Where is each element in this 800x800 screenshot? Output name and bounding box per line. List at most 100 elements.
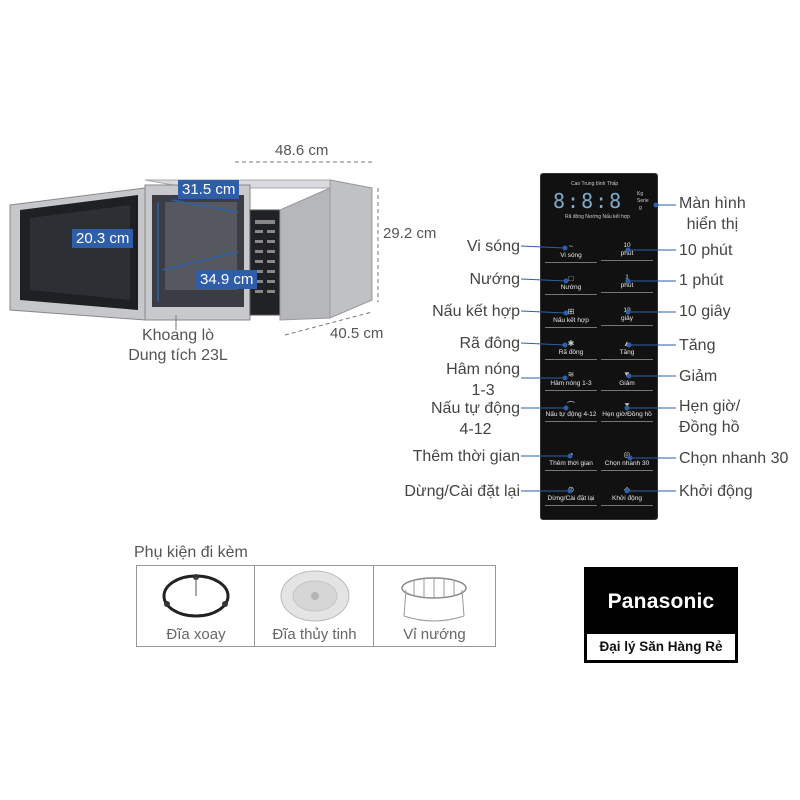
display-screen: Cao Trung bình Thấp 8:8:8 Kg Serie g Rã … [549,181,649,220]
cavity-depth-tag: 34.9 cm [196,270,258,289]
button-icon: ⌒ [567,401,575,410]
display-bottom-labels: Rã đông Nướng Nấu kết hợp [565,214,630,220]
button-divider [601,470,653,471]
button-icon: ◔ [568,450,574,459]
button-label: Thêm thời gian [549,460,593,467]
panel-button-left-5[interactable]: ⌒Nấu tự động 4-12 [543,401,599,422]
button-divider [601,505,653,506]
button-label: 1 phút [620,274,634,289]
display-side-label3: g [639,205,642,211]
panel-button-right-6[interactable]: ◎Chọn nhanh 30 [599,450,655,471]
panel-button-right-5[interactable]: ⧗Hẹn giờ/Đồng hồ [599,401,655,422]
height-label: 29.2 cm [383,225,437,242]
panel-button-left-7[interactable]: ⊘Dừng/Cài đặt lại [543,485,599,506]
panel-button-left-4[interactable]: ≋Hâm nóng 1-3 [543,370,599,391]
button-icon: □ [568,274,574,283]
button-icon: ~ [568,242,574,251]
cavity-caption: Khoang lò Dung tích 23L [118,326,238,366]
callout-right-7: Chọn nhanh 30 [679,450,789,467]
button-icon: ◎ [623,450,631,459]
button-icon: ▲ [623,339,631,348]
button-label: 10 giây [621,307,633,322]
callout-left-7: Dừng/Cài đặt lại [404,483,520,500]
display-side-label1: Kg [637,191,644,197]
width-label: 48.6 cm [275,142,329,159]
accessory-grill-rack: Vỉ nướng [373,565,496,647]
button-divider [545,327,597,328]
panel-button-right-0[interactable]: 10 phút [599,242,655,261]
panel-button-left-1[interactable]: □Nướng [543,274,599,295]
button-label: Chọn nhanh 30 [604,460,650,467]
button-divider [601,292,653,293]
cavity-width-tag: 31.5 cm [178,180,240,199]
callout-left-5: Nấu tự động 4-12 [431,400,520,438]
button-divider [601,390,653,391]
panel-button-right-2[interactable]: 10 giây [599,307,655,326]
button-label: 10 phút [620,242,634,257]
depth-label: 40.5 cm [330,325,384,342]
button-divider [601,325,653,326]
button-label: Nấu tự động 4-12 [545,411,597,418]
button-icon: ⊞ [567,307,575,316]
cavity-caption-line1: Khoang lò [141,327,215,344]
callout-left-0: Vi sóng [466,238,520,255]
display-top-labels: Cao Trung bình Thấp [571,181,619,187]
button-label: Dừng/Cài đặt lại [547,495,595,502]
callout-right-0: Màn hình hiển thị [679,195,746,233]
callout-left-6: Thêm thời gian [412,448,520,465]
panel-button-left-6[interactable]: ◔Thêm thời gian [543,450,599,471]
display-digits: 8:8:8 [553,189,624,213]
button-divider [545,262,597,263]
glass-plate-icon [280,570,350,622]
panasonic-logo: Panasonic [607,590,715,613]
callout-right-8: Khởi động [679,483,753,500]
callout-left-3: Rã đông [459,335,521,352]
callout-right-3: 10 giây [679,303,731,320]
panel-button-right-7[interactable]: ◈Khởi động [599,485,655,506]
control-panel: Cao Trung bình Thấp 8:8:8 Kg Serie g Rã … [541,174,657,519]
button-icon: ✱ [567,339,575,348]
grill-rack-icon [401,577,467,622]
display-side-label2: Serie [637,198,649,204]
button-label: Rã đông [558,349,584,356]
button-label: Tăng [619,349,635,356]
button-divider [545,505,597,506]
button-divider [545,294,597,295]
button-label: Nướng [560,284,582,291]
button-label: Hâm nóng 1-3 [550,380,592,387]
panel-button-right-1[interactable]: 1 phút [599,274,655,293]
accessories-title: Phụ kiện đi kèm [134,544,248,561]
accessory-caption: Vỉ nướng [403,626,466,643]
panel-button-right-4[interactable]: ▼Giảm [599,370,655,391]
button-divider [545,421,597,422]
button-icon: ⧗ [624,401,630,410]
button-icon: ◈ [623,485,631,494]
button-divider [601,359,653,360]
dealer-label: Đại lý Săn Hàng Rẻ [587,634,735,660]
cavity-height-tag: 20.3 cm [72,229,134,248]
button-label: Nấu kết hợp [553,317,589,324]
accessory-caption: Đĩa xoay [166,626,226,643]
accessory-turntable-ring: Đĩa xoay [136,565,256,647]
button-icon: ≋ [567,370,575,379]
panel-button-left-2[interactable]: ⊞Nấu kết hợp [543,307,599,328]
button-label: Vi sóng [560,252,582,259]
accessory-caption: Đĩa thủy tinh [272,626,357,643]
callout-left-2: Nấu kết hợp [432,303,520,320]
panel-button-right-3[interactable]: ▲Tăng [599,339,655,360]
button-divider [545,470,597,471]
brand-box: Panasonic Đại lý Săn Hàng Rẻ [584,567,738,663]
button-icon: ▼ [623,370,631,379]
callout-right-1: 10 phút [679,242,733,259]
button-divider [545,390,597,391]
panel-button-left-3[interactable]: ✱Rã đông [543,339,599,360]
button-label: Hẹn giờ/Đồng hồ [602,411,652,418]
callout-right-4: Tăng [679,337,716,354]
cavity-caption-line2: Dung tích 23L [128,347,228,364]
accessory-glass-plate: Đĩa thủy tinh [254,565,375,647]
callout-right-6: Hẹn giờ/ Đồng hồ [679,398,741,436]
button-label: Giảm [619,380,635,387]
button-label: Khởi động [612,495,642,502]
panel-button-left-0[interactable]: ~Vi sóng [543,242,599,263]
button-divider [601,421,653,422]
